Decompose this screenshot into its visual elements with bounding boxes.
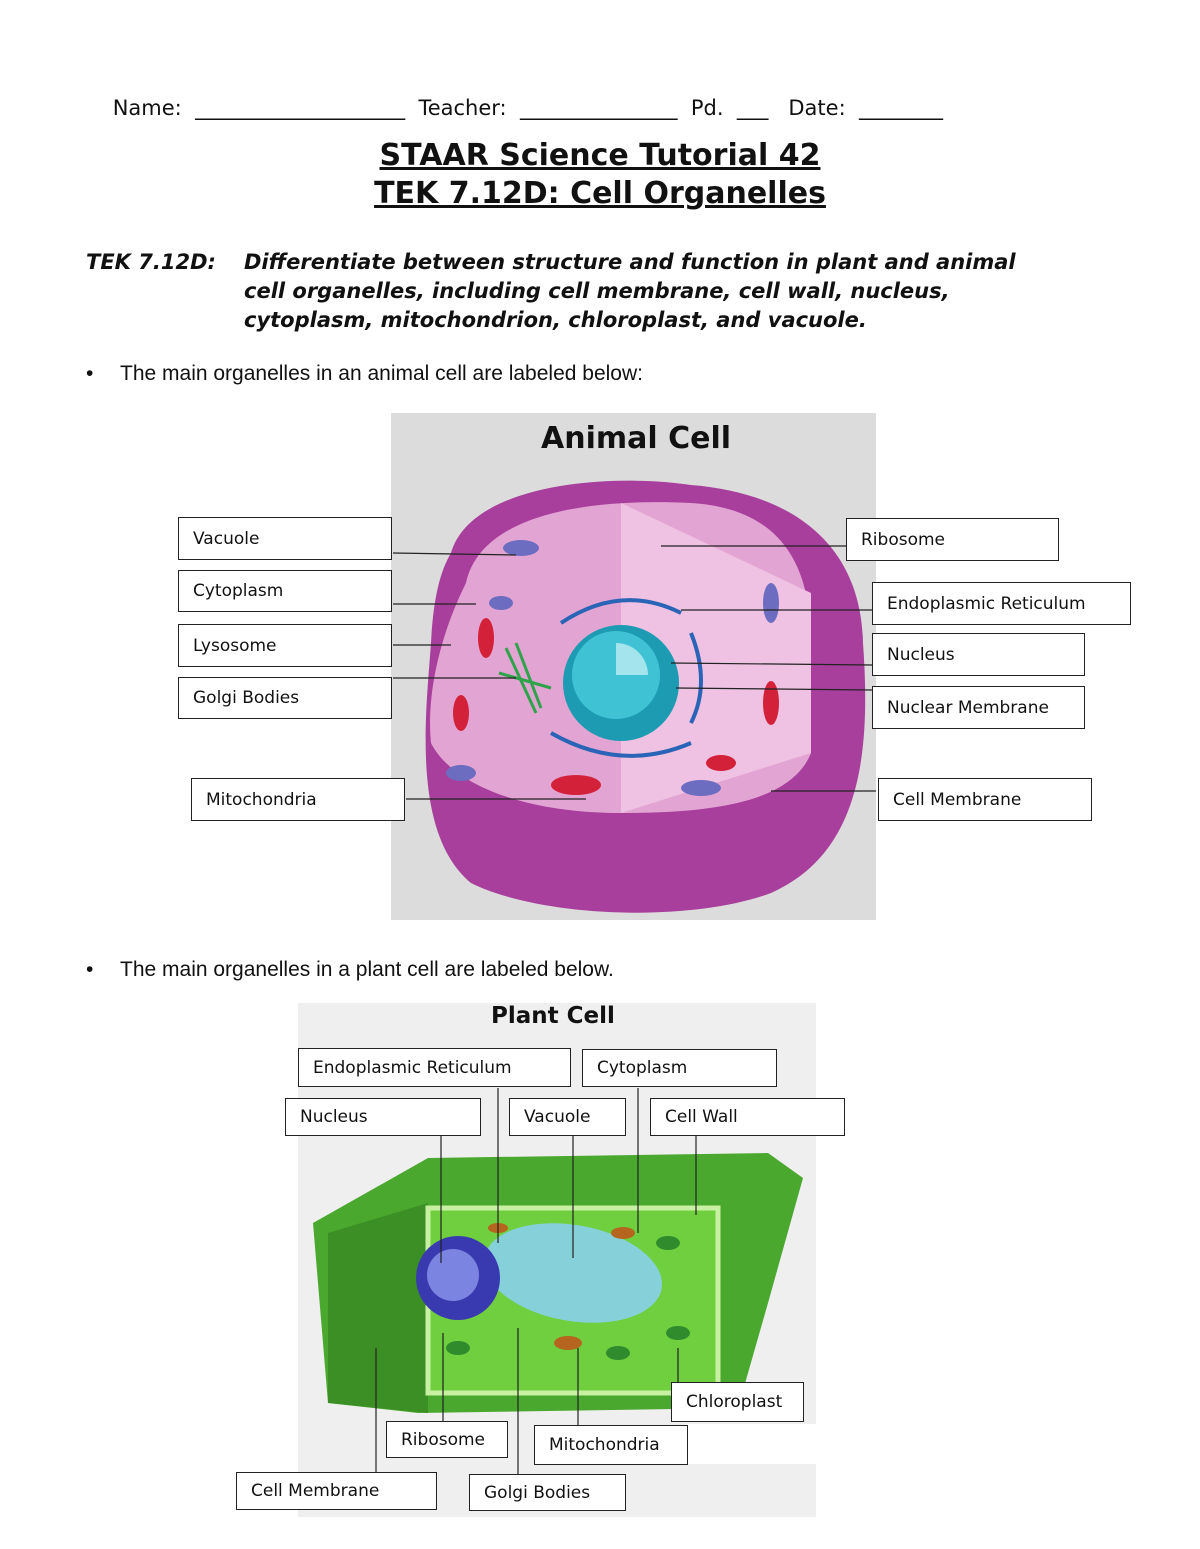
- animal-cell-figure: Animal Cell: [391, 413, 876, 920]
- date-field[interactable]: Date: ________: [788, 96, 944, 120]
- plant-label-cell-membrane: Cell Membrane: [236, 1472, 437, 1510]
- tek-text: cell organelles, including cell membrane…: [244, 279, 950, 303]
- plant-label-nucleus: Nucleus: [285, 1098, 481, 1136]
- label-cytoplasm: Cytoplasm: [178, 570, 392, 612]
- label-nuclear-membrane: Nuclear Membrane: [872, 686, 1085, 729]
- label-mitochondria: Mitochondria: [191, 778, 405, 821]
- bullet-plant: •The main organelles in a plant cell are…: [86, 958, 614, 981]
- label-cell-membrane: Cell Membrane: [878, 778, 1092, 821]
- plant-label-cytoplasm: Cytoplasm: [582, 1049, 777, 1087]
- plant-label-vacuole: Vacuole: [509, 1098, 626, 1136]
- name-field[interactable]: Name: ____________________: [112, 96, 406, 120]
- page-title: STAAR Science Tutorial 42: [379, 138, 821, 173]
- animal-cell-title: Animal Cell: [541, 421, 732, 456]
- plant-label-endoplasmic-reticulum: Endoplasmic Reticulum: [298, 1048, 571, 1087]
- plant-label-ribosome: Ribosome: [386, 1421, 508, 1458]
- label-lysosome: Lysosome: [178, 624, 392, 667]
- plant-cell-title: Plant Cell: [491, 1003, 615, 1029]
- label-vacuole: Vacuole: [178, 517, 392, 560]
- label-ribosome: Ribosome: [846, 518, 1059, 561]
- tek-text: Differentiate between structure and func…: [244, 250, 1016, 274]
- plant-cell-illustration: [313, 1088, 816, 1474]
- plant-cell-figure: Plant Cell: [298, 1003, 816, 1517]
- animal-cell-illustration: [392, 480, 876, 913]
- tek-objective: TEK 7.12D: Differentiate between structur…: [86, 248, 1016, 335]
- teacher-field[interactable]: Teacher: _______________: [418, 96, 678, 120]
- bullet-animal: •The main organelles in an animal cell a…: [86, 362, 643, 385]
- plant-label-mitochondria: Mitochondria: [534, 1425, 688, 1465]
- tek-text: cytoplasm, mitochondrion, chloroplast, a…: [244, 308, 867, 332]
- plant-label-golgi-bodies: Golgi Bodies: [469, 1474, 626, 1511]
- student-info-line: Name: ____________________ Teacher: ____…: [86, 72, 943, 144]
- plant-label-chloroplast: Chloroplast: [671, 1382, 804, 1422]
- plant-label-cell-wall: Cell Wall: [650, 1098, 845, 1136]
- label-golgi-bodies: Golgi Bodies: [178, 677, 392, 719]
- period-field[interactable]: Pd. ___: [690, 96, 769, 120]
- page-subtitle: TEK 7.12D: Cell Organelles: [374, 176, 826, 211]
- label-nucleus: Nucleus: [872, 633, 1085, 676]
- bullet-text: The main organelles in an animal cell ar…: [120, 362, 643, 385]
- bullet-text: The main organelles in a plant cell are …: [120, 958, 614, 981]
- tek-label: TEK 7.12D:: [86, 250, 216, 274]
- label-endoplasmic-reticulum: Endoplasmic Reticulum: [872, 582, 1131, 625]
